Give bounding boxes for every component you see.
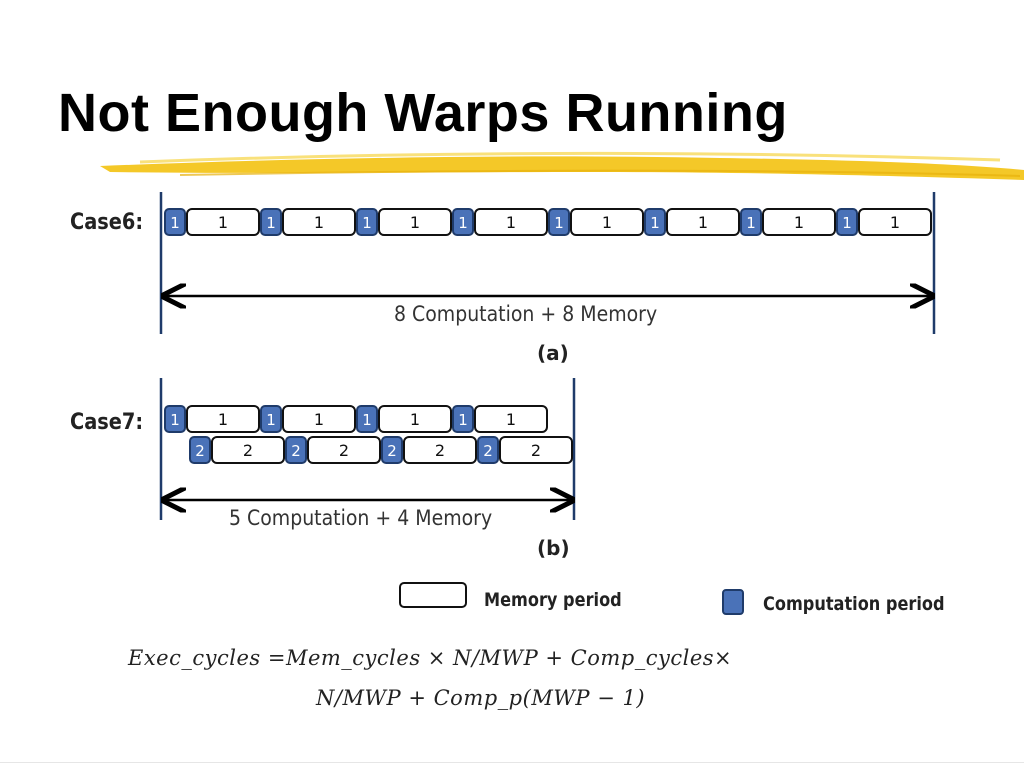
memory-block [186,208,260,236]
computation-block-label: 1 [746,214,756,232]
formula-line-2: N/MWP + Comp_p(MWP − 1) [316,686,646,710]
legend-memory-swatch [399,582,467,608]
memory-block [474,405,548,433]
memory-block [307,436,381,464]
memory-block [282,208,356,236]
memory-block [762,208,836,236]
case7-span-label: 5 Computation + 4 Memory [229,506,493,530]
computation-block [164,208,186,236]
footer-divider [0,762,1024,763]
computation-block-label: 2 [387,442,397,460]
case6-label: Case6: [70,210,144,235]
memory-block-label: 1 [602,213,612,232]
memory-block-label: 1 [410,410,420,429]
computation-block-label: 2 [291,442,301,460]
legend-computation-label: Computation period [763,593,945,615]
memory-block [211,436,285,464]
title-highlight-stroke [100,151,1024,180]
computation-block [356,208,378,236]
computation-block-label: 1 [842,214,852,232]
computation-block [452,208,474,236]
memory-block [403,436,477,464]
memory-block-label: 1 [890,213,900,232]
formula-line-1: Exec_cycles =Mem_cycles × N/MWP + Comp_c… [128,646,733,670]
computation-block [548,208,570,236]
memory-block-label: 2 [339,441,349,460]
computation-block-label: 1 [266,411,276,429]
memory-block-label: 1 [506,410,516,429]
legend-computation-swatch [722,589,744,615]
computation-block [164,405,186,433]
computation-block [356,405,378,433]
memory-block [378,208,452,236]
computation-block [644,208,666,236]
memory-block [570,208,644,236]
memory-block-label: 1 [506,213,516,232]
computation-block-label: 1 [362,214,372,232]
case6-timeline-row: 1 1 1 1 1 1 1 1 1 1 1 1 1 1 1 1 [164,208,932,236]
computation-block [260,208,282,236]
case6-sub-label: (a) [537,341,569,365]
memory-block [474,208,548,236]
case7-label: Case7: [70,410,144,435]
computation-block [285,436,307,464]
memory-block-label: 1 [218,213,228,232]
memory-block-label: 1 [218,410,228,429]
computation-block-label: 1 [458,214,468,232]
memory-block [282,405,356,433]
computation-block-label: 2 [483,442,493,460]
computation-block-label: 1 [170,214,180,232]
computation-block [740,208,762,236]
computation-block-label: 1 [650,214,660,232]
memory-block-label: 1 [314,213,324,232]
memory-block-label: 2 [531,441,541,460]
highlight-brush-streak [179,169,1021,177]
computation-block [189,436,211,464]
legend-memory-label: Memory period [484,589,622,611]
computation-block-label: 1 [554,214,564,232]
computation-block-label: 2 [195,442,205,460]
computation-block-label: 1 [458,411,468,429]
highlight-brush-streak [139,151,1001,164]
case6-span-label: 8 Computation + 8 Memory [394,302,658,326]
memory-block [858,208,932,236]
memory-block [666,208,740,236]
computation-block [260,405,282,433]
computation-block [836,208,858,236]
memory-block-label: 2 [435,441,445,460]
memory-block-label: 1 [698,213,708,232]
computation-block [381,436,403,464]
memory-block-label: 1 [794,213,804,232]
computation-block-label: 1 [362,411,372,429]
slide-title: Not Enough Warps Running [58,83,788,143]
memory-block [378,405,452,433]
case7-sub-label: (b) [537,536,570,560]
memory-block-label: 2 [243,441,253,460]
memory-block-label: 1 [314,410,324,429]
memory-block-label: 1 [410,213,420,232]
memory-block [186,405,260,433]
memory-block [499,436,573,464]
computation-block [477,436,499,464]
highlight-brush-stroke [100,156,1024,180]
computation-block-label: 1 [266,214,276,232]
computation-block-label: 1 [170,411,180,429]
computation-block [452,405,474,433]
